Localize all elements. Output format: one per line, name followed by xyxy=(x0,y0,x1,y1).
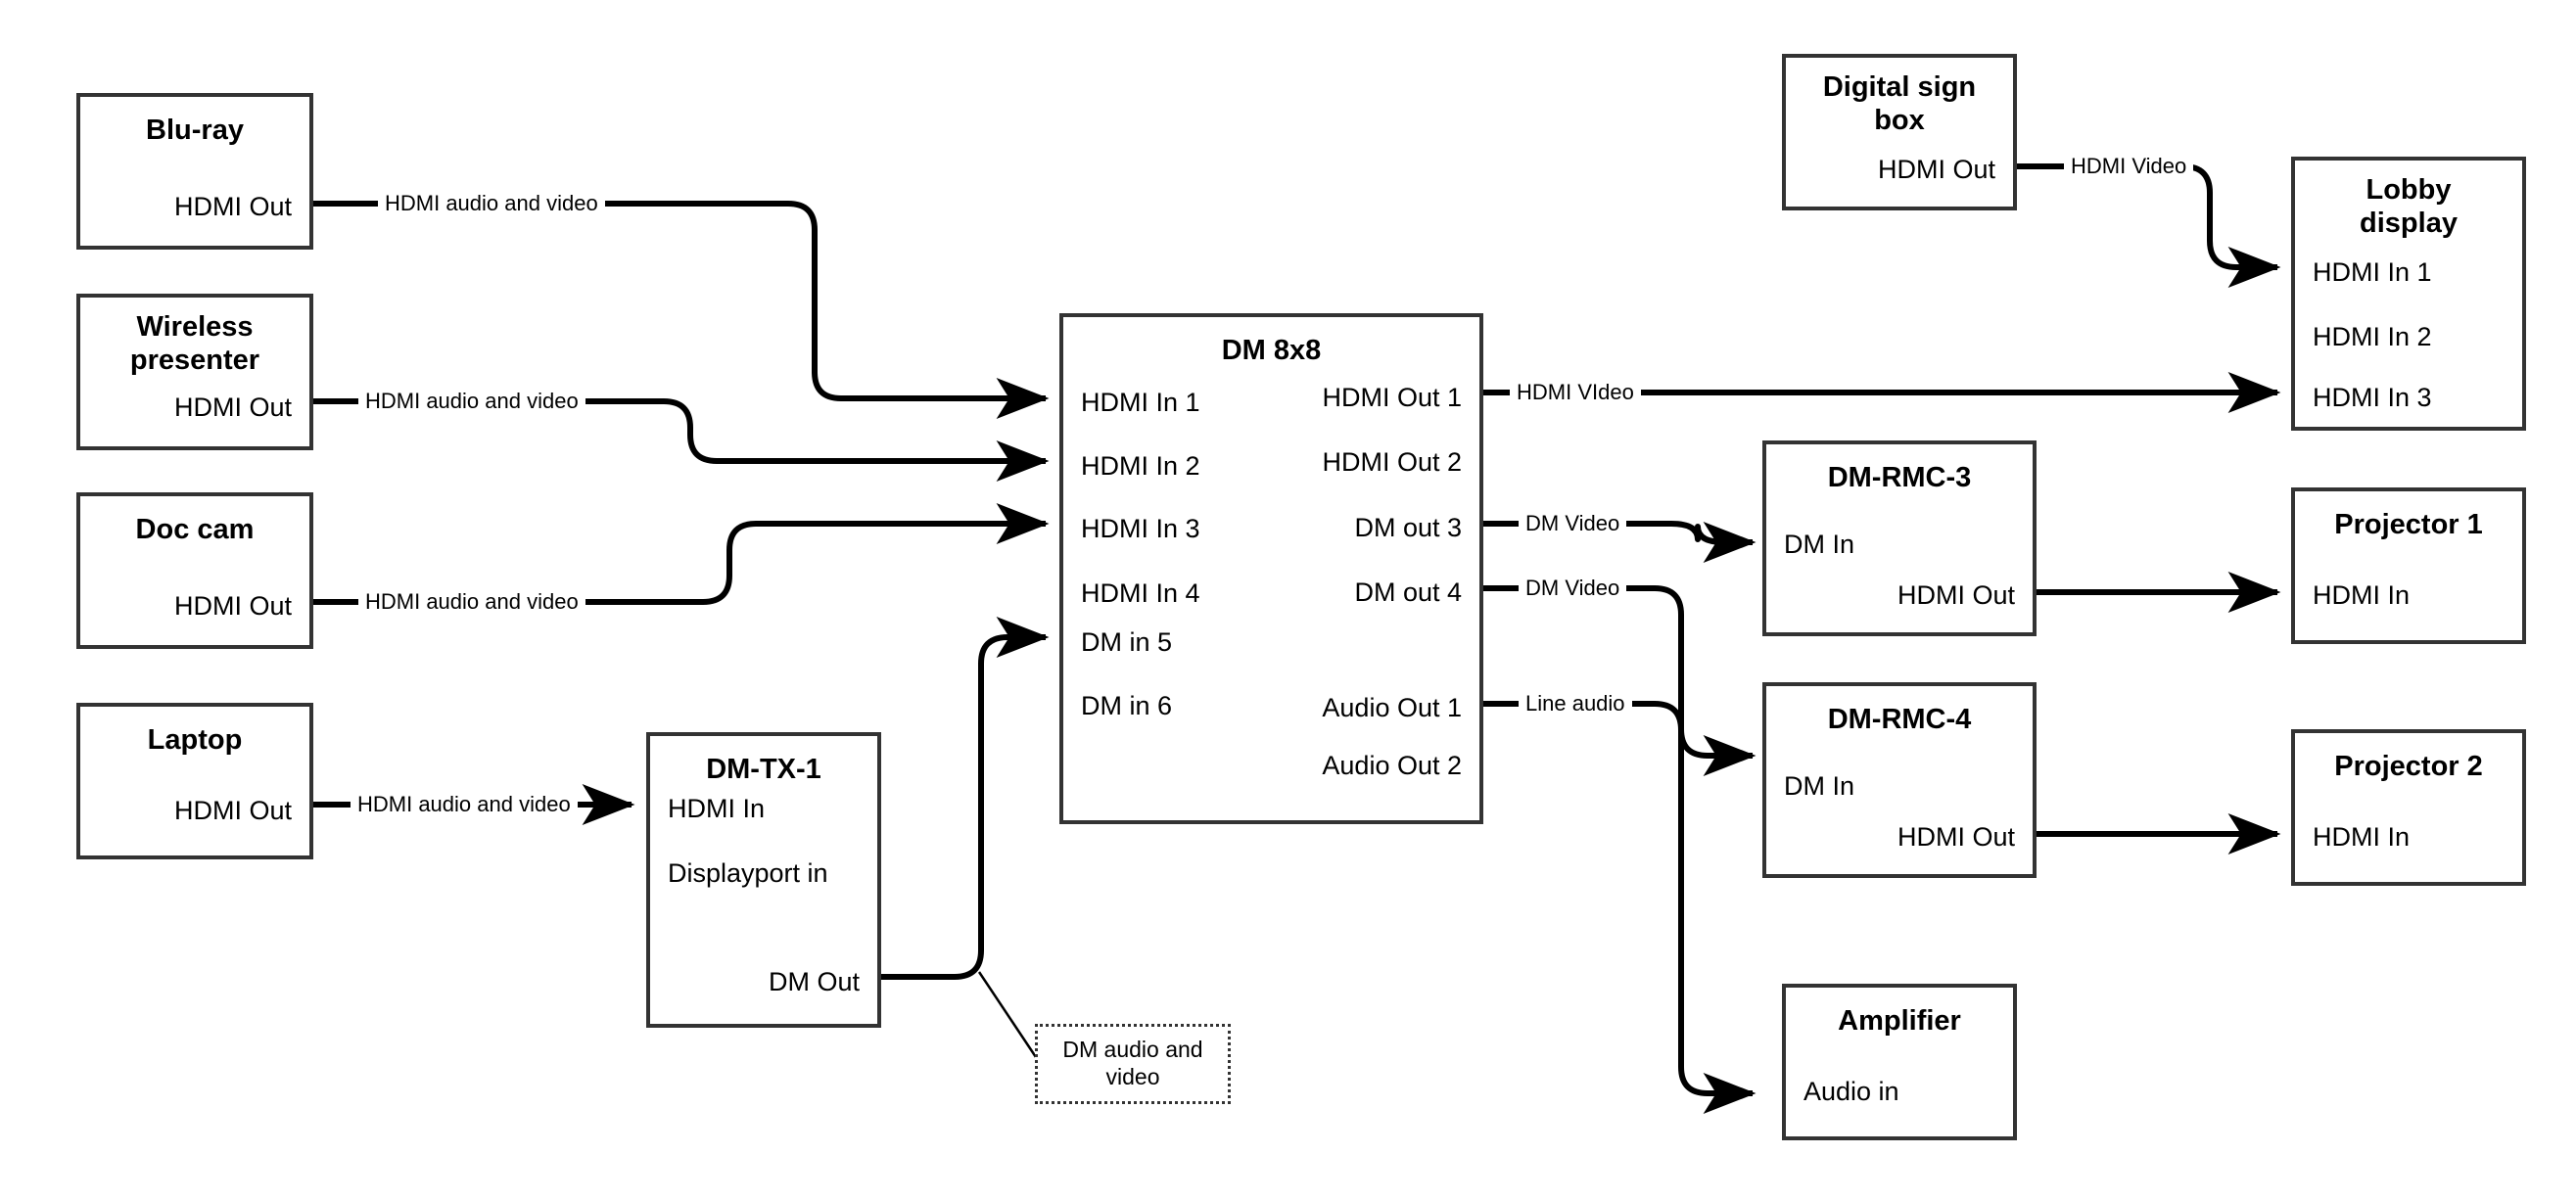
wire-dmtx1-to-dm8x8 xyxy=(881,617,1050,980)
node-dm-rmc-4[interactable]: DM-RMC-4 DM In HDMI Out xyxy=(1762,682,2037,878)
wire-label-dm8x8-dmout4-to-dmrmc4: DM Video xyxy=(1519,576,1627,601)
node-dm-8x8-input-hdmi-in-1: HDMI In 1 xyxy=(1081,388,1200,417)
node-dm-tx-1[interactable]: DM-TX-1 HDMI In Displayport in DM Out xyxy=(646,732,881,1028)
wire-label-dm8x8-dmout3-to-dmrmc3: DM Video xyxy=(1519,511,1627,536)
wire-label-bluray-to-dm8x8: HDMI audio and video xyxy=(378,191,605,216)
callout-dm-audio-and-video: DM audio and video xyxy=(1035,1024,1231,1104)
node-dm-8x8-input-dm-in-5: DM in 5 xyxy=(1081,627,1173,657)
node-projector-2-title: Projector 2 xyxy=(2334,751,2483,782)
node-doc-cam-port-hdmi-out: HDMI Out xyxy=(173,591,292,621)
wire-dm8x8-dmout4-to-dmrmc4 xyxy=(1483,585,1756,776)
node-doc-cam[interactable]: Doc cam HDMI Out xyxy=(76,492,313,649)
node-dm-8x8-input-hdmi-in-3: HDMI In 3 xyxy=(1081,514,1200,543)
node-laptop[interactable]: Laptop HDMI Out xyxy=(76,703,313,859)
node-projector-2[interactable]: Projector 2 HDMI In xyxy=(2291,729,2526,886)
node-dm-rmc-4-port-hdmi-out: HDMI Out xyxy=(1897,822,2015,852)
node-wireless-presenter[interactable]: Wireless presenter HDMI Out xyxy=(76,294,313,450)
node-wireless-presenter-port-hdmi-out: HDMI Out xyxy=(173,393,292,422)
wire-label-doccam-to-dm8x8: HDMI audio and video xyxy=(358,589,585,615)
node-dm-rmc-4-title: DM-RMC-4 xyxy=(1827,704,1972,735)
callout-leader-line xyxy=(977,971,1038,1058)
wire-label-dm8x8-audioout1-to-amplifier: Line audio xyxy=(1519,691,1632,716)
node-dm-8x8-output-audio-out-1: Audio Out 1 xyxy=(1322,693,1462,722)
node-dm-8x8-input-dm-in-6: DM in 6 xyxy=(1081,691,1173,720)
node-wireless-presenter-title: Wireless presenter xyxy=(129,311,260,377)
node-laptop-port-hdmi-out: HDMI Out xyxy=(173,796,292,825)
wire-label-dm8x8-hdmiout1-to-lobby: HDMI VIdeo xyxy=(1510,380,1641,405)
node-dm-8x8-output-hdmi-out-2: HDMI Out 2 xyxy=(1322,447,1462,477)
node-dm-tx-1-port-dm-out: DM Out xyxy=(768,967,860,996)
node-bluray-port-hdmi-out: HDMI Out xyxy=(173,192,292,221)
node-laptop-title: Laptop xyxy=(147,724,243,756)
node-bluray[interactable]: Blu-ray HDMI Out xyxy=(76,93,313,250)
node-amplifier-title: Amplifier xyxy=(1838,1005,1961,1037)
node-lobby-display[interactable]: Lobby display HDMI In 1 HDMI In 2 HDMI I… xyxy=(2291,157,2526,431)
node-lobby-display-input-hdmi-in-3: HDMI In 3 xyxy=(2313,383,2432,412)
node-dm-8x8-output-dm-out-3: DM out 3 xyxy=(1354,513,1462,542)
node-dm-rmc-3-port-hdmi-out: HDMI Out xyxy=(1897,580,2015,610)
node-dm-rmc-4-port-dm-in: DM In xyxy=(1784,771,1855,801)
node-lobby-display-title: Lobby display xyxy=(2360,174,2458,240)
node-bluray-title: Blu-ray xyxy=(146,115,244,146)
node-dm-8x8-output-dm-out-4: DM out 4 xyxy=(1354,577,1462,607)
node-projector-1-title: Projector 1 xyxy=(2334,509,2483,540)
node-dm-8x8-input-hdmi-in-2: HDMI In 2 xyxy=(1081,451,1200,481)
node-lobby-display-input-hdmi-in-1: HDMI In 1 xyxy=(2313,257,2432,287)
node-dm-rmc-3[interactable]: DM-RMC-3 DM In HDMI Out xyxy=(1762,440,2037,636)
node-dm-8x8-title: DM 8x8 xyxy=(1221,335,1322,366)
node-dm-tx-1-port-hdmi-in: HDMI In xyxy=(668,794,766,823)
wire-label-wireless-to-dm8x8: HDMI audio and video xyxy=(358,389,585,414)
wire-dm8x8-audioout1-to-amplifier xyxy=(1483,701,1756,1114)
node-dm-tx-1-port-displayport-in: Displayport in xyxy=(668,858,828,888)
node-dm-8x8-output-audio-out-2: Audio Out 2 xyxy=(1322,751,1462,780)
node-dm-rmc-3-title: DM-RMC-3 xyxy=(1827,462,1972,493)
node-projector-1[interactable]: Projector 1 HDMI In xyxy=(2291,487,2526,644)
node-dm-rmc-3-port-dm-in: DM In xyxy=(1784,530,1855,559)
node-doc-cam-title: Doc cam xyxy=(135,514,255,545)
node-projector-2-port-hdmi-in: HDMI In xyxy=(2313,822,2411,852)
wire-digitalsign-to-lobby xyxy=(2017,163,2281,288)
node-digital-sign-box[interactable]: Digital sign box HDMI Out xyxy=(1782,54,2017,210)
node-dm-8x8-input-hdmi-in-4: HDMI In 4 xyxy=(1081,578,1200,608)
wire-bluray-to-dm8x8 xyxy=(313,201,1050,419)
node-dm-8x8-output-hdmi-out-1: HDMI Out 1 xyxy=(1322,383,1462,412)
node-amplifier[interactable]: Amplifier Audio in xyxy=(1782,984,2017,1140)
node-digital-sign-box-port-hdmi-out: HDMI Out xyxy=(1877,155,1995,184)
node-digital-sign-box-title: Digital sign box xyxy=(1822,71,1977,137)
node-projector-1-port-hdmi-in: HDMI In xyxy=(2313,580,2411,610)
node-dm-8x8[interactable]: DM 8x8 HDMI In 1 HDMI In 2 HDMI In 3 HDM… xyxy=(1059,313,1483,824)
wire-label-digitalsign-to-lobby: HDMI Video xyxy=(2064,154,2194,179)
node-dm-tx-1-title: DM-TX-1 xyxy=(706,754,821,785)
wire-label-laptop-to-dmtx1: HDMI audio and video xyxy=(351,792,578,817)
node-amplifier-port-audio-in: Audio in xyxy=(1803,1077,1899,1106)
node-lobby-display-input-hdmi-in-2: HDMI In 2 xyxy=(2313,322,2432,351)
